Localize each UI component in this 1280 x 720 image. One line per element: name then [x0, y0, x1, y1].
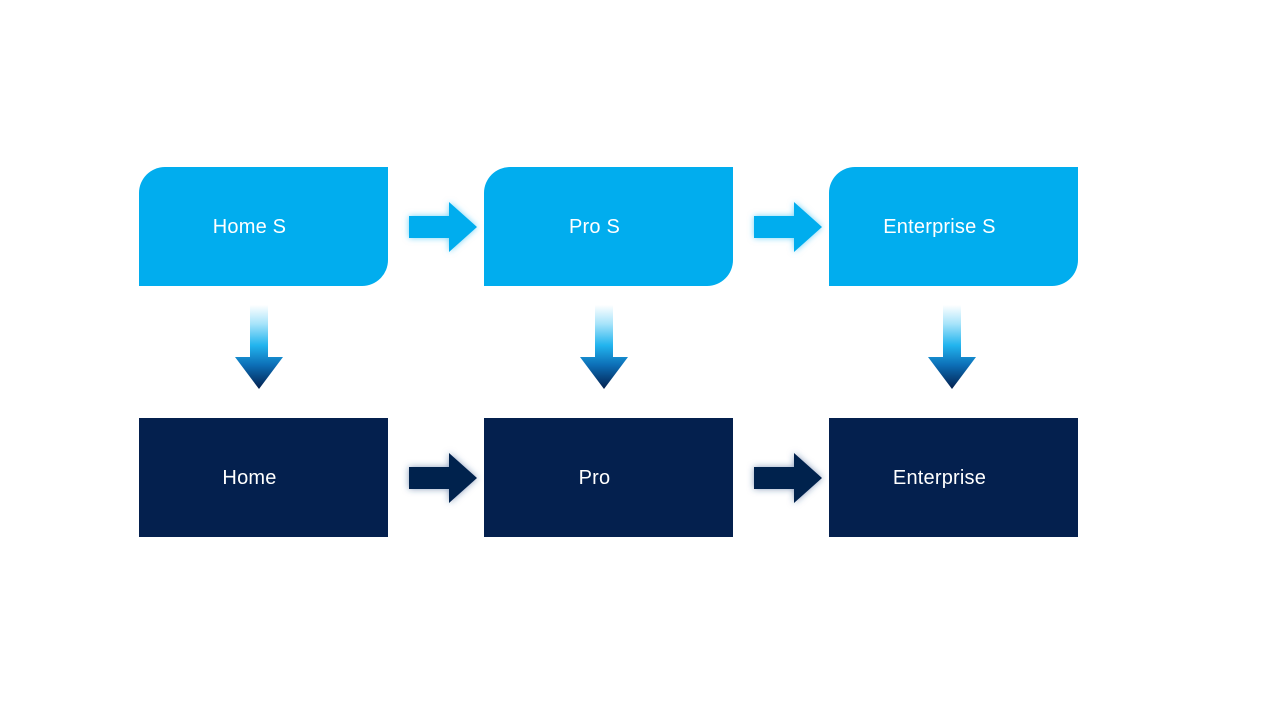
arrow-right-icon-pro-s-to-enterprise-s	[751, 199, 825, 255]
arrow-down-icon-pro-s-to-pro	[578, 305, 630, 391]
arrow-down-icon-home-s-to-home	[233, 305, 285, 391]
node-pro-s[interactable]: Pro S	[484, 167, 733, 286]
node-home[interactable]: Home	[139, 418, 388, 537]
node-home-label: Home	[222, 466, 277, 489]
node-enterprise-s[interactable]: Enterprise S	[829, 167, 1078, 286]
arrow-right-icon-home-to-pro	[406, 450, 480, 506]
node-pro[interactable]: Pro	[484, 418, 733, 537]
node-pro-label: Pro	[578, 466, 611, 489]
arrow-right-icon-home-s-to-pro-s	[406, 199, 480, 255]
arrow-down-icon-enterprise-s-to-enterprise	[926, 305, 978, 391]
node-enterprise-s-label: Enterprise S	[883, 215, 996, 238]
node-enterprise-label: Enterprise	[892, 466, 987, 489]
node-enterprise[interactable]: Enterprise	[829, 418, 1078, 537]
node-home-s-label: Home S	[212, 215, 287, 238]
node-home-s[interactable]: Home S	[139, 167, 388, 286]
node-pro-s-label: Pro S	[568, 215, 621, 238]
arrow-right-icon-pro-to-enterprise	[751, 450, 825, 506]
